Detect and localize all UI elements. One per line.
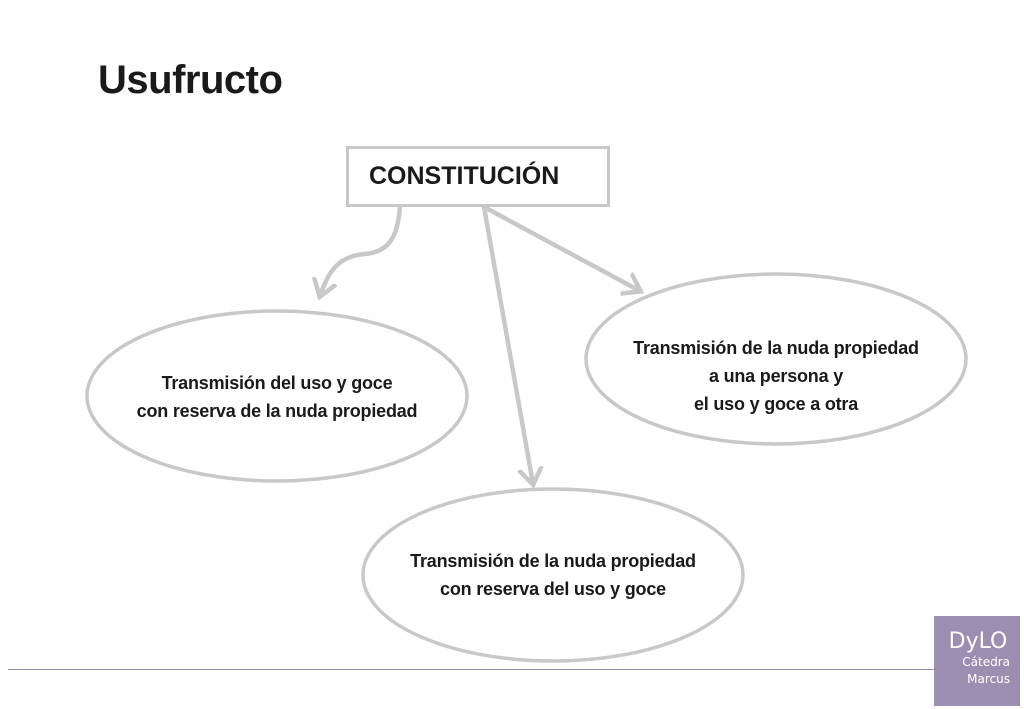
node-bottom-line-1: Transmisión de la nuda propiedad xyxy=(410,551,696,571)
node-bottom-text: Transmisión de la nuda propiedad con res… xyxy=(373,547,733,603)
logo-line-1: DyLO xyxy=(948,629,1008,654)
ellipse-left xyxy=(85,309,469,483)
node-bottom-line-2: con reserva del uso y goce xyxy=(440,579,666,599)
node-right-line-3: el uso y goce a otra xyxy=(693,394,859,414)
ellipse-right xyxy=(584,272,968,446)
connector-root-to-right xyxy=(481,204,640,291)
slide-title: Usufructo xyxy=(98,58,283,102)
node-left-line-1: Transmisión del uso y goce xyxy=(161,373,393,393)
logo-line-2: Cátedra xyxy=(962,655,1010,669)
node-right-text: Transmisión de la nuda propiedad a una p… xyxy=(596,334,956,418)
connector-root-to-bottom xyxy=(481,204,533,484)
root-node-box: CONSTITUCIÓN xyxy=(346,146,610,207)
ellipse-bottom xyxy=(361,487,745,663)
footer-divider xyxy=(8,669,934,670)
node-left-text: Transmisión del uso y goce con reserva d… xyxy=(97,369,457,425)
node-right-line-1: Transmisión de la nuda propiedad xyxy=(633,338,919,358)
root-node-label: CONSTITUCIÓN xyxy=(369,162,560,190)
node-right-line-2: a una persona y xyxy=(708,366,844,386)
node-left-line-2: con reserva de la nuda propiedad xyxy=(136,401,418,421)
connector-root-to-left xyxy=(320,203,403,296)
logo-line-3: Marcus xyxy=(967,672,1010,686)
dylo-logo: DyLO Cátedra Marcus xyxy=(934,616,1020,706)
